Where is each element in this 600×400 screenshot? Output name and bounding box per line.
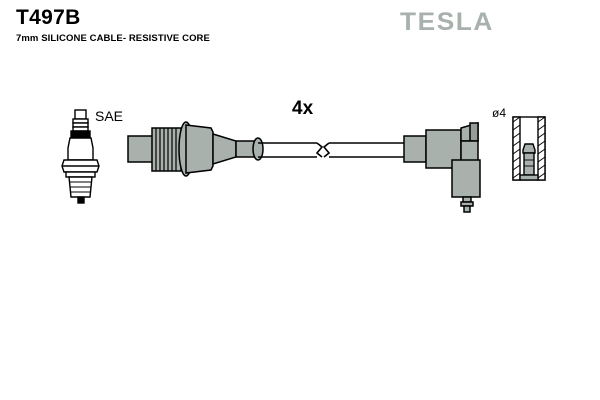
- sleeve-hatch-l4: [512, 140, 521, 147]
- spark-plug-dark-band: [70, 130, 91, 139]
- sleeve-hatch-l5: [512, 148, 521, 155]
- sleeve-hatch-l7: [512, 164, 521, 171]
- quantity-label: 4x: [292, 98, 314, 119]
- boot-rear-stub: [127, 135, 155, 163]
- ignition-cable-illustration: [258, 142, 404, 158]
- sleeve-right-wall: [537, 116, 546, 181]
- straight-boot-connector-illustration: [127, 121, 264, 177]
- terminal-sleeve-illustration: [512, 116, 546, 181]
- boot-nose-taper: [212, 132, 237, 166]
- boot-neck: [235, 140, 256, 158]
- sleeve-terminal-barrel: [523, 152, 535, 176]
- sleeve-hatch-r4: [537, 140, 546, 147]
- cable-break-symbol-right: [322, 142, 331, 158]
- sleeve-hatch-r6: [537, 156, 546, 163]
- part-description: 7mm SILICONE CABLE- RESISTIVE CORE: [16, 33, 210, 44]
- sleeve-hatch-l3: [512, 132, 521, 139]
- sleeve-hatch-r1: [537, 116, 546, 123]
- sleeve-hatch-r2: [537, 124, 546, 131]
- sleeve-left-wall: [512, 116, 521, 181]
- sleeve-hatch-r3: [537, 132, 546, 139]
- angle-boot-nipple-tip: [463, 205, 471, 213]
- sleeve-hatch-l6: [512, 156, 521, 163]
- sleeve-hatch-r5: [537, 148, 546, 155]
- sleeve-hatch-r8: [537, 172, 546, 179]
- spark-plug-insulator: [67, 137, 94, 161]
- angle-boot-vertical-body: [451, 159, 481, 198]
- tesla-brand-logo: TESLA: [400, 8, 494, 36]
- angle-boot-top-cap: [469, 122, 479, 142]
- angle-boot-collar: [403, 135, 427, 163]
- cable-break-symbol-left: [315, 142, 324, 158]
- sleeve-hatch-l2: [512, 124, 521, 131]
- sleeve-terminal-head: [522, 143, 536, 154]
- spark-plug-terminal-nut: [74, 109, 87, 120]
- spark-plug-standard-label: SAE: [95, 108, 124, 124]
- spark-plug-electrode: [77, 196, 85, 204]
- sleeve-hatch-r7: [537, 164, 546, 171]
- spark-plug-gasket: [65, 171, 96, 178]
- page-title: T497B: [16, 6, 81, 29]
- sleeve-hatch-l1: [512, 116, 521, 123]
- spark-plug-illustration: [61, 109, 100, 204]
- sleeve-hatch-l8: [512, 172, 521, 179]
- right-angle-boot-illustration: [403, 121, 481, 213]
- boot-shoulder: [185, 124, 214, 174]
- terminal-diameter-label: ø4: [492, 106, 507, 120]
- boot-bellows-body: [151, 127, 182, 172]
- sleeve-bottom-rim: [519, 174, 539, 181]
